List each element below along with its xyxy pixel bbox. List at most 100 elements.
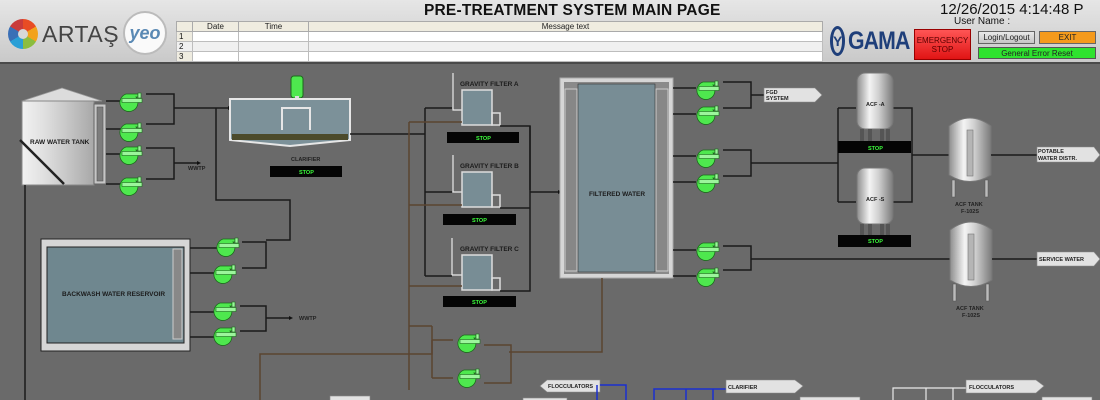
column-header-date[interactable]: Date <box>192 21 239 32</box>
pump-icon[interactable] <box>696 241 720 261</box>
row-date <box>192 31 239 42</box>
acf-tank-1-label-line1: ACF TANK <box>955 202 983 208</box>
gama-logo: Y GAMA <box>830 22 911 60</box>
pump-icon[interactable] <box>457 368 481 388</box>
pump-icon[interactable] <box>119 92 143 112</box>
service-water-label: SERVICE WATER <box>1039 257 1084 263</box>
backwash-transfer-pumps <box>259 325 512 400</box>
yeo-logo: yeo <box>123 11 167 55</box>
pump-icon[interactable] <box>213 301 237 321</box>
message-row[interactable]: 2 <box>176 41 823 52</box>
clarifier[interactable]: CLARIFIER STOP <box>229 75 351 177</box>
pump-icon[interactable] <box>213 264 237 284</box>
output-tag-partial[interactable] <box>799 396 861 400</box>
filtered-water-label: FILTERED WATER <box>589 191 645 198</box>
gama-emblem-icon: Y <box>830 26 846 56</box>
filter-b-status: STOP <box>472 218 487 224</box>
exit-button[interactable]: EXIT <box>1039 31 1096 44</box>
pump-icon[interactable] <box>119 122 143 142</box>
row-message <box>308 51 823 62</box>
acf-a[interactable]: ACF -A STOP <box>838 72 911 153</box>
filter-a-status-box[interactable] <box>447 132 519 143</box>
service-water-output[interactable] <box>1036 251 1100 267</box>
acf-a-status-box[interactable] <box>838 141 911 153</box>
pump-icon[interactable] <box>213 326 237 346</box>
row-date <box>192 51 239 62</box>
gravity-filter-a-label: GRAVITY FILTER A <box>460 81 519 88</box>
login-logout-button[interactable]: Login/Logout <box>978 31 1035 44</box>
artas-logo: ARTAŞ <box>8 16 120 52</box>
clarifier-status-box[interactable] <box>270 166 342 177</box>
row-time <box>238 31 309 42</box>
column-header-time[interactable]: Time <box>238 21 309 32</box>
raw-water-tank[interactable]: RAW WATER TANK <box>19 87 107 186</box>
page-title: PRE-TREATMENT SYSTEM MAIN PAGE <box>424 2 721 19</box>
gravity-filter-b-label: GRAVITY FILTER B <box>460 163 519 170</box>
acf-s-status-box[interactable] <box>838 235 911 247</box>
acf-tank-1[interactable]: ACF TANK F-102S <box>948 117 992 215</box>
acf-s-label: ACF -S <box>866 197 885 203</box>
backwash-water-reservoir[interactable]: BACKWASH WATER RESERVOIR <box>40 238 191 352</box>
general-error-reset-button[interactable]: General Error Reset <box>978 47 1096 59</box>
acf-tank-2[interactable]: ACF TANK F-102S <box>949 221 993 319</box>
filtered-water-tank[interactable]: FILTERED WATER <box>559 77 674 279</box>
message-table[interactable]: Date Time Message text 1 2 <box>176 21 823 62</box>
fgd-pumps: FGD SYSTEM <box>673 80 823 125</box>
service-pumps <box>673 241 950 287</box>
process-diagram: RAW WATER TANK WWTP <box>19 72 1100 400</box>
pump-icon[interactable] <box>119 145 143 165</box>
row-date <box>192 41 239 52</box>
pump-icon[interactable] <box>696 80 720 100</box>
pump-icon[interactable] <box>696 105 720 125</box>
flocculators-right-output[interactable] <box>965 379 1045 394</box>
flocculators-left-output[interactable] <box>539 379 601 393</box>
row-time <box>238 51 309 62</box>
gravity-filter-b[interactable]: GRAVITY FILTER B STOP <box>409 155 530 225</box>
message-table-header: Date Time Message text <box>176 21 823 32</box>
pump-icon[interactable] <box>696 148 720 168</box>
filter-c-status-box[interactable] <box>443 296 516 307</box>
message-row[interactable]: 3 <box>176 51 823 62</box>
pump-icon[interactable] <box>216 237 240 257</box>
message-row[interactable]: 1 <box>176 31 823 42</box>
gear-logo-icon <box>8 19 38 49</box>
gravity-filter-c-label: GRAVITY FILTER C <box>460 246 519 253</box>
emergency-stop-button[interactable]: EMERGENCY STOP <box>914 29 971 60</box>
filter-b-status-box[interactable] <box>443 214 516 225</box>
acf-a-status: STOP <box>868 146 883 152</box>
output-tag-partial[interactable] <box>329 395 371 400</box>
potable-label-line1: POTABLE <box>1038 149 1064 155</box>
potable-label-line2: WATER DISTR. <box>1038 156 1077 162</box>
gama-logo-text: GAMA <box>848 26 910 55</box>
flocculators-left-label: FLOCCULATORS <box>548 384 593 390</box>
clarifier-output[interactable] <box>725 379 804 394</box>
pump-icon[interactable] <box>696 267 720 287</box>
wwtp-label: WWTP <box>188 166 206 172</box>
filter-c-status: STOP <box>472 300 487 306</box>
gravity-filter-c[interactable]: GRAVITY FILTER C STOP <box>409 126 531 307</box>
clarifier-status: STOP <box>299 170 314 176</box>
pump-icon[interactable] <box>119 176 143 196</box>
backwash-label: BACKWASH WATER RESERVOIR <box>62 291 165 298</box>
clarifier-label: CLARIFIER <box>291 157 320 163</box>
output-tag-partial[interactable] <box>1041 396 1093 400</box>
fgd-label-line1: FGD <box>766 90 778 96</box>
acf-s[interactable]: ACF -S STOP <box>838 167 911 247</box>
column-header-message[interactable]: Message text <box>308 21 823 32</box>
acf-s-status: STOP <box>868 239 883 245</box>
artas-logo-text: ARTAŞ <box>42 20 120 47</box>
filter-a-status: STOP <box>476 136 491 142</box>
row-message <box>308 41 823 52</box>
yeo-logo-text: yeo <box>129 22 161 43</box>
row-index: 3 <box>176 51 193 62</box>
pump-icon[interactable] <box>696 173 720 193</box>
clarifier-output-label: CLARIFIER <box>728 385 757 391</box>
potable-water-output[interactable] <box>1036 146 1100 163</box>
pump-icon[interactable] <box>457 333 481 353</box>
acf-a-label: ACF -A <box>866 102 885 108</box>
raw-water-pumps: WWTP <box>106 92 291 241</box>
gravity-filter-a[interactable]: GRAVITY FILTER A STOP <box>409 73 531 190</box>
user-name-label: User Name : <box>954 16 1011 27</box>
fgd-system-output[interactable] <box>763 87 823 103</box>
output-tag-partial[interactable] <box>522 397 568 400</box>
